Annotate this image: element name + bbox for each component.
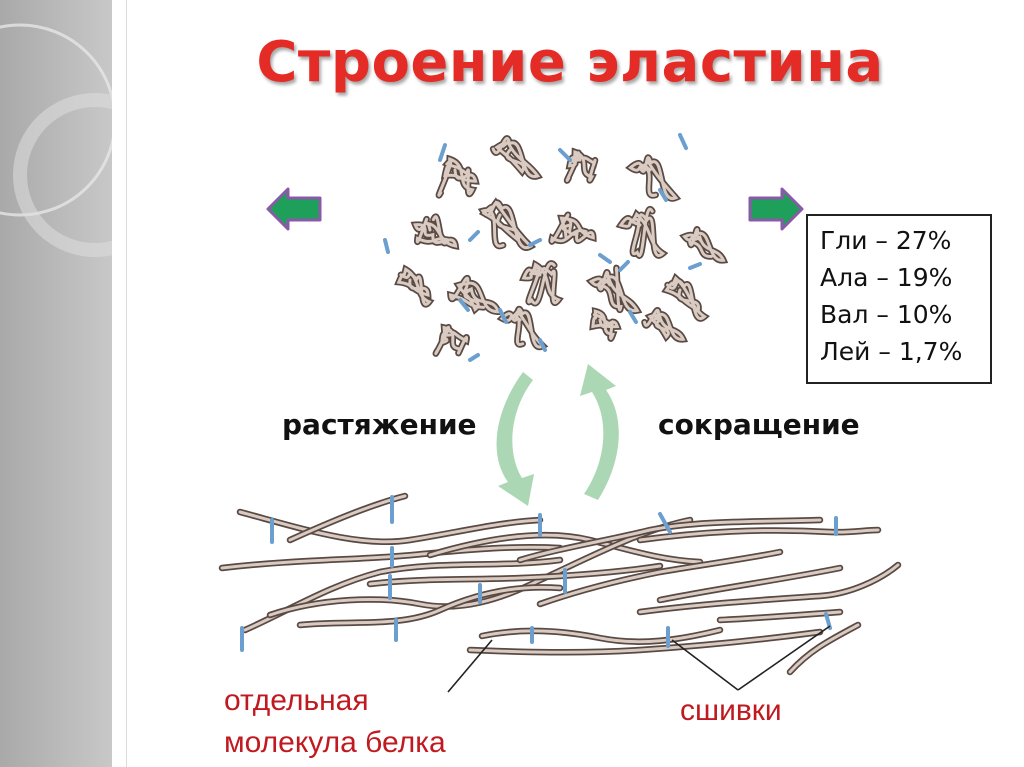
sidebar-decoration: [0, 0, 112, 767]
stretched-fiber: [536, 548, 784, 608]
coiled-fiber: [679, 226, 729, 264]
crosslink: [618, 260, 630, 272]
composition-val: Вал – 10%: [820, 300, 953, 329]
coiled-fiber: [432, 323, 470, 357]
crosslink: [658, 188, 668, 202]
molecule-label-line1: отдельная: [224, 684, 369, 717]
stretched-fiber: [236, 508, 544, 546]
stretch-label: растяжение: [282, 408, 477, 441]
crosslink: [658, 512, 672, 534]
stretched-fiber: [716, 608, 844, 624]
coiled-fiber: [496, 305, 549, 351]
crosslink: [528, 238, 542, 247]
crosslink: [558, 148, 572, 162]
crosslink: [438, 143, 447, 162]
molecule-pointer-line: [447, 639, 493, 693]
stretched-fiber: [636, 561, 902, 616]
stretched-fiber: [478, 626, 724, 645]
stretched-fiber: [636, 526, 882, 544]
coiled-fiber: [477, 197, 537, 251]
crosslink: [598, 253, 612, 264]
coiled-fiber: [435, 154, 480, 199]
coiled-fiber: [447, 274, 503, 315]
stretched-fiber: [296, 584, 564, 629]
slide-title: Строение эластина: [256, 30, 884, 95]
coiled-elastin-network: [383, 133, 729, 362]
crosslink: [538, 338, 547, 352]
stretched-fiber: [466, 628, 824, 656]
stretched-fiber: [218, 544, 564, 572]
coiled-fiber: [548, 211, 597, 245]
left-arrow-icon: [266, 187, 322, 231]
crosslink: [678, 133, 688, 150]
crosslinks-label: сшивки: [680, 694, 782, 727]
stretched-elastin-fibers: [218, 492, 902, 676]
crosslink: [468, 353, 480, 362]
amino-acid-composition-box: Гли – 27% Ала – 19% Вал – 10% Лей – 1,7%: [806, 214, 992, 384]
crosslink: [628, 310, 638, 324]
stretched-fiber: [786, 621, 862, 676]
right-arrow-icon: [748, 187, 804, 231]
stretched-fiber: [366, 562, 664, 588]
composition-leu: Лей – 1,7%: [820, 337, 963, 366]
stretched-fiber: [656, 564, 844, 604]
coiled-fiber: [394, 264, 435, 308]
coiled-fiber: [641, 307, 689, 343]
coiled-fiber: [615, 205, 669, 259]
crosslink: [468, 230, 480, 242]
crosslink: [498, 308, 508, 324]
stretched-fiber: [516, 516, 824, 564]
crosslink-pointer-lines: [671, 625, 831, 691]
coiled-fiber: [410, 213, 460, 250]
composition-gly: Гли – 27%: [820, 226, 952, 255]
divider-line: [126, 0, 127, 767]
coiled-fiber: [519, 259, 564, 307]
crosslink: [688, 262, 702, 270]
stretch-cycle-arrow-icon: [496, 372, 534, 506]
coiled-fiber: [585, 264, 643, 314]
molecule-label-line2: молекула белка: [224, 726, 446, 759]
contraction-cycle-arrow-icon: [580, 364, 619, 500]
coiled-fiber: [661, 272, 710, 322]
coiled-fiber: [625, 154, 682, 202]
stretched-fiber: [286, 492, 409, 544]
contraction-label: сокращение: [658, 408, 860, 441]
composition-ala: Ала – 19%: [820, 263, 953, 292]
coiled-fiber: [589, 307, 622, 342]
crosslink: [383, 238, 390, 254]
coiled-fiber: [489, 135, 543, 180]
coiled-fiber: [563, 147, 599, 184]
crosslink: [458, 298, 470, 312]
